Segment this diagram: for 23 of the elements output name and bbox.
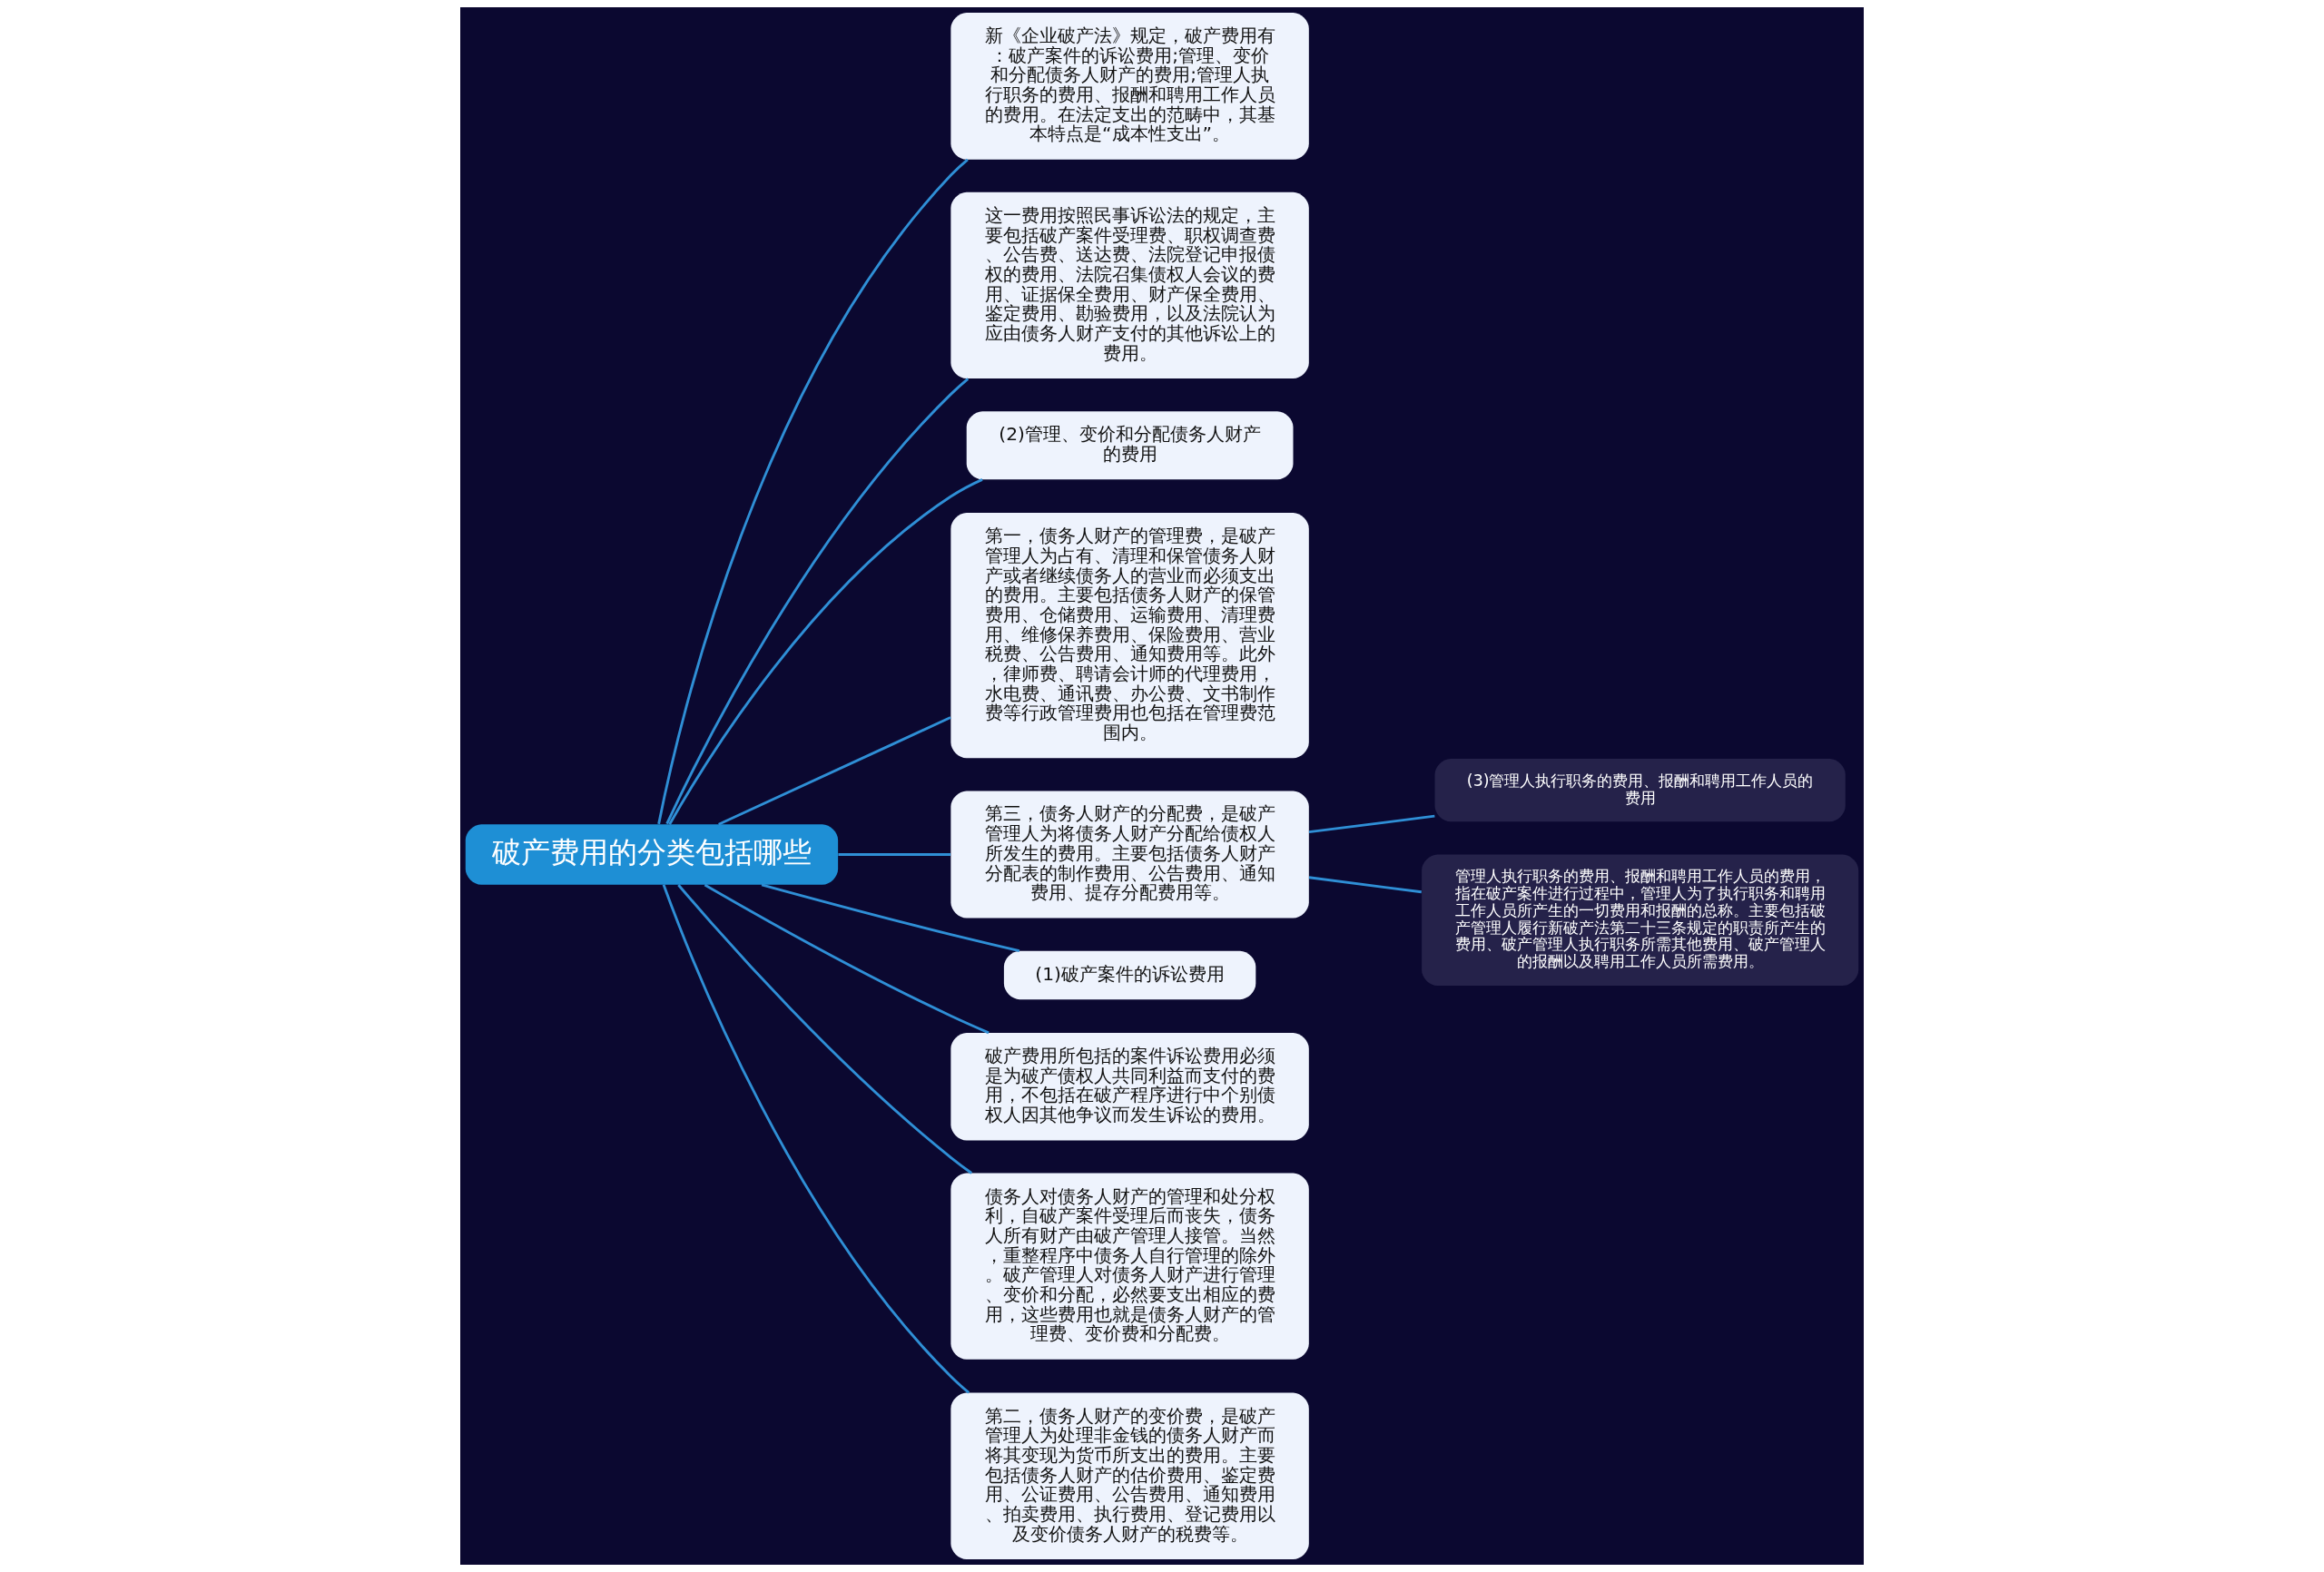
node-box: (2)管理、变价和分配债务人财产的费用	[966, 411, 1294, 480]
connector	[718, 716, 951, 826]
connector	[838, 853, 950, 856]
connector	[657, 158, 969, 825]
connector	[704, 883, 990, 1035]
node-box: 这一费用按照民事诉讼法的规定，主要包括破产案件受理费、职权调查费、公告费、送达费、法院登记申报债权的费用、法院召集债权人会议的费用、证据保全费用、财产保全费用、鉴定费用、勘验费用，以及法院认为应由债务人财产支付的其他诉讼上的费用。	[950, 192, 1309, 378]
node-box: 新《企业破产法》规定，破产费用有：破产案件的诉讼费用;管理、变价和分配债务人财产的费用;管理人执行职务的费用、报酬和聘用工作人员的费用。在法定支出的范畴中，其基本特点是“成本性支出”。	[950, 12, 1309, 160]
node-box: 破产费用的分类包括哪些	[465, 824, 839, 885]
node-box: 破产费用所包括的案件诉讼费用必须是为破产债权人共同利益而支付的费用，不包括在破产程序进行中个别债权人因其他争议而发生诉讼的费用。	[950, 1033, 1309, 1141]
node-box: 第二，债务人财产的变价费，是破产管理人为处理非金钱的债务人财产而将其变现为货币所支出的费用。主要包括债务人财产的估价费用、鉴定费用、公证费用、公告费用、通知费用、拍卖费用、执行费用、登记费用以及变价债务人财产的税费等。	[950, 1392, 1309, 1560]
connector	[668, 478, 983, 825]
connector	[1308, 876, 1422, 894]
connector	[1308, 814, 1435, 834]
node-box: (1)破产案件的诉讼费用	[1003, 950, 1256, 1000]
connector	[665, 378, 970, 825]
node-box: 第一，债务人财产的管理费，是破产管理人为占有、清理和保管债务人财产或者继续债务人的营业而必须支出的费用。主要包括债务人财产的保管费用、仓储费用、运输费用、清理费用、维修保养费用、保险费用、营业税费、公告费用、通知费用等。此外，律师费、聘请会计师的代理费用，水电费、通讯费、办公费、文书制作费等行政管理费用也包括在管理费范围内。	[950, 513, 1309, 759]
node-box: 债务人对债务人财产的管理和处分权利，自破产案件受理后而丧失，债务人所有财产由破产管理人接管。当然，重整程序中债务人自行管理的除外。破产管理人对债务人财产进行管理、变价和分配，必然要支出相应的费用，这些费用也就是债务人财产的管理费、变价费和分配费。	[950, 1173, 1309, 1360]
node-box: 管理人执行职务的费用、报酬和聘用工作人员的费用，指在破产案件进行过程中，管理人为了执行职务和聘用工作人员所产生的一切费用和报酬的总称。主要包括破产管理人履行新破产法第二十三条规定的职责所产生的费用、破产管理人执行职务所需其他费用、破产管理人的报酬以及聘用工作人员所需费用。	[1422, 854, 1859, 986]
connector	[677, 884, 972, 1174]
connector	[662, 884, 970, 1394]
node-box: 第三，债务人财产的分配费，是破产管理人为将债务人财产分配给债权人所发生的费用。主要包括债务人财产分配表的制作费用、公告费用、通知费用、提存分配费用等。	[950, 791, 1309, 919]
connector	[761, 883, 1020, 953]
node-box: (3)管理人执行职务的费用、报酬和聘用工作人员的费用	[1434, 759, 1846, 822]
